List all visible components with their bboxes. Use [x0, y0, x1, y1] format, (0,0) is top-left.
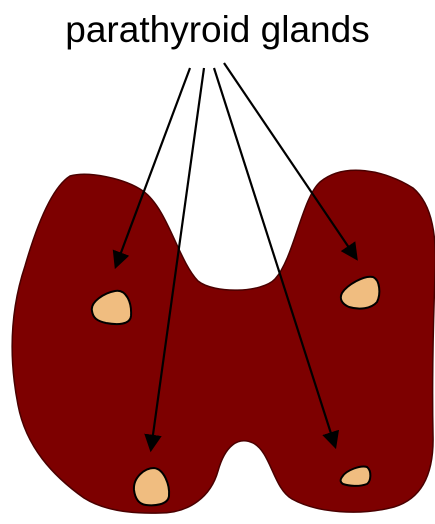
- diagram-title: parathyroid glands: [0, 8, 435, 52]
- thyroid-gland: [12, 170, 435, 513]
